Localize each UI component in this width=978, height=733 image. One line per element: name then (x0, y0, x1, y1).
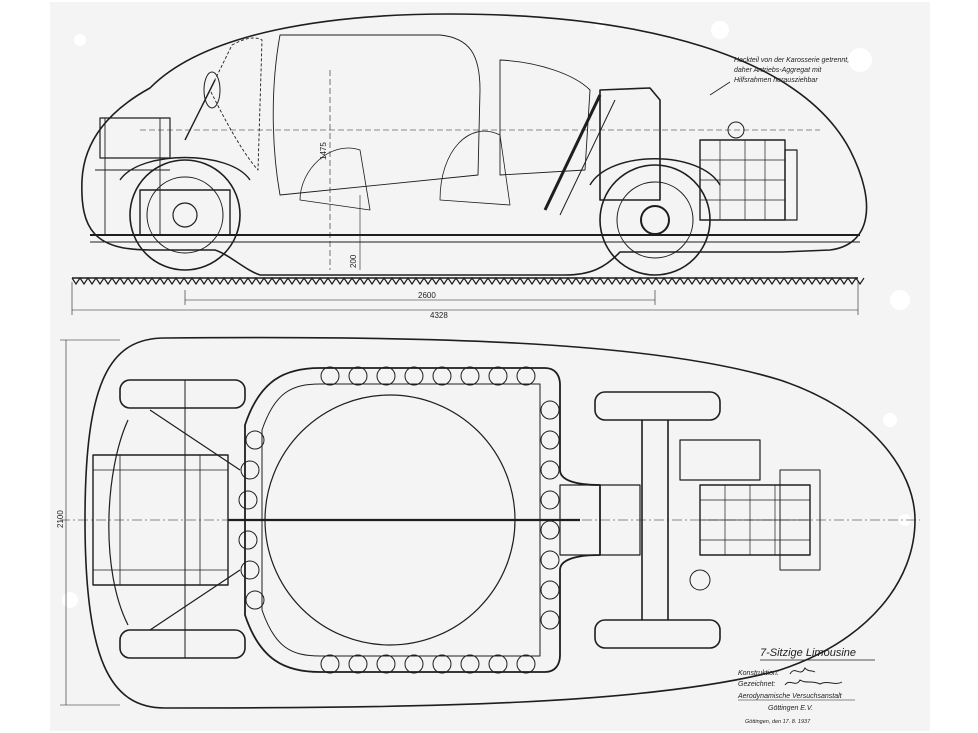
gezeichnet-label: Gezeichnet: (738, 681, 775, 688)
frame-tube-circle (540, 460, 560, 480)
frame-tube-circle (240, 460, 260, 480)
frame-tube-circle (540, 490, 560, 510)
drawing-date: Göttingen, den 17. 8. 1937 (745, 719, 811, 725)
signature-2 (784, 679, 843, 686)
radiator (784, 149, 798, 221)
front-right-tire (119, 629, 246, 659)
top-view (60, 336, 920, 709)
body-outline-side (81, 13, 868, 276)
rear-seat (439, 130, 511, 206)
frame-tube-circle (516, 654, 536, 674)
drawing-title: 7-Sitzige Limousine (760, 647, 856, 659)
frame-tube-circle (432, 366, 452, 386)
frame-tube-circle (540, 550, 560, 570)
side-view (71, 13, 868, 315)
dim-length: 4328 (430, 311, 448, 320)
frame-tube-circle (238, 490, 258, 510)
frame-tube-circle (432, 654, 452, 674)
paper-wear (62, 20, 911, 608)
frame-tube-circle (404, 654, 424, 674)
konstruktion-label: Konstruktion: (738, 670, 779, 677)
frame-tube-circle (245, 590, 265, 610)
window-front (209, 37, 263, 171)
frame-tube-circle (516, 366, 536, 386)
front-wheel-arch (119, 156, 251, 181)
frame-tube-circle (460, 654, 480, 674)
rear-strut (543, 94, 602, 211)
frame-tube-circle (348, 366, 368, 386)
frame-tube-circle (540, 520, 560, 540)
frame-circles (238, 366, 560, 674)
front-axle-unit (139, 189, 231, 236)
steering-wheel (203, 71, 221, 109)
frame-tube-circle (376, 366, 396, 386)
annotation-text: Heckteil von der Karosserie getrennt, da… (734, 57, 851, 84)
dim-height: 1475 (319, 142, 328, 160)
front-gearbox (99, 117, 171, 159)
rear-driveshaft (641, 420, 669, 620)
frame-tube-circle (540, 580, 560, 600)
frame-tube-circle (348, 654, 368, 674)
frame-tube-circle (245, 430, 265, 450)
engine-radiator-top (779, 469, 821, 571)
steering-column (184, 79, 216, 141)
engine-fan-housing (679, 439, 761, 481)
signature-1 (789, 667, 816, 675)
rear-subframe (559, 484, 641, 556)
frame-tube-circle (488, 366, 508, 386)
ground-hatch (71, 276, 865, 286)
body-outline-top (84, 336, 916, 709)
frame-tube-circle (540, 400, 560, 420)
frame-tube-circle (320, 654, 340, 674)
dim-clearance: 200 (349, 254, 358, 268)
front-seat (299, 147, 371, 211)
paper-sheet (50, 2, 930, 731)
rear-right-tire (594, 619, 721, 649)
front-wheel (129, 159, 241, 271)
frame-tube-circle (240, 560, 260, 580)
frame-tube-circle (488, 654, 508, 674)
frame-tube-circle (376, 654, 396, 674)
frame-tube-circle (320, 366, 340, 386)
window-middle (272, 34, 481, 196)
title-block: 7-Sitzige Limousine Konstruktion: Gezeic… (737, 647, 875, 725)
institute-city: Göttingen E.V. (768, 705, 813, 712)
front-bumper-line (108, 419, 129, 626)
window-rear (499, 59, 591, 176)
rear-left-tire (594, 391, 721, 421)
frame-tube-circle (404, 366, 424, 386)
dim-wheelbase: 2600 (418, 291, 436, 300)
rear-engine-cover (599, 87, 661, 201)
frame-tube-circle (540, 430, 560, 450)
front-left-tire (119, 379, 246, 409)
frame-tube-circle (238, 530, 258, 550)
institute-name: Aerodynamische Versuchsanstalt (737, 693, 843, 700)
frame-tube-circle (540, 610, 560, 630)
frame-tube-circle (460, 366, 480, 386)
dim-width: 2100 (56, 510, 65, 528)
